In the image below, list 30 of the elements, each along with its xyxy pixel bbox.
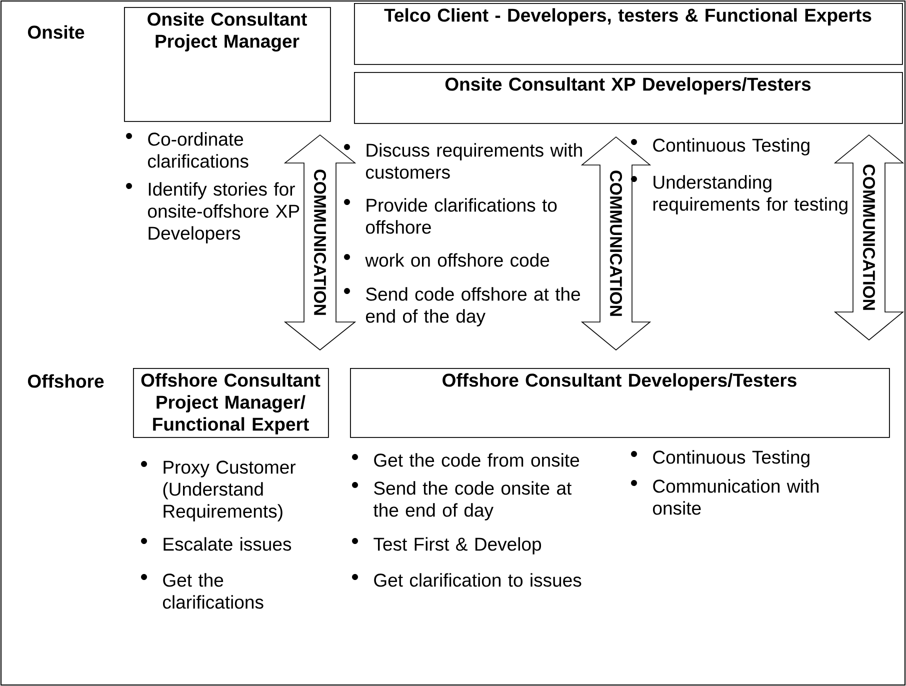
bullet-item: Send code offshore at the end of the day xyxy=(344,287,580,326)
edge-label: COMMUNICATION xyxy=(862,164,876,310)
role-box: Offshore Consultant Project Manager/ Functional Expert xyxy=(133,368,329,438)
bullet-item: Continuous Testing xyxy=(631,138,810,156)
double-arrow xyxy=(834,134,904,340)
role-box: Offshore Consultant Developers/Testers xyxy=(350,368,890,438)
bullet-item: Test First & Develop xyxy=(352,537,542,554)
double-arrow xyxy=(580,136,652,350)
double-arrow xyxy=(284,134,356,350)
bullet-item: Proxy Customer (Understand Requirements) xyxy=(141,460,296,522)
bullet-item: Get clarification to issues xyxy=(352,573,582,587)
bullet-item: Send the code onsite at the end of day xyxy=(352,481,572,520)
bullet-item: Get the code from onsite xyxy=(352,453,580,467)
section-label: Offshore xyxy=(28,374,104,388)
role-box: Onsite Consultant XP Developers/Testers xyxy=(354,72,903,124)
edge-label: COMMUNICATION xyxy=(610,170,622,316)
bullet-item: Continuous Testing xyxy=(631,450,810,468)
bullet-item: Escalate issues xyxy=(141,537,292,551)
edge-label: COMMUNICATION xyxy=(314,170,326,315)
bullet-item: Understanding requirements for testing xyxy=(631,175,848,214)
role-box: Telco Client - Developers, testers & Functional Experts xyxy=(354,2,903,65)
role-box: Onsite Consultant Project Manager xyxy=(124,7,331,122)
bullet-item: Co-ordinate clarifications xyxy=(126,132,248,168)
bullet-item: Identify stories for onsite-offshore XP Developers xyxy=(126,182,300,244)
section-label: Onsite xyxy=(28,25,84,39)
bullet-item: Discuss requirements with customers xyxy=(344,143,582,179)
bullet-item: Get the clarifications xyxy=(141,573,264,609)
bullet-item: work on offshore code xyxy=(344,253,550,267)
bullet-item: Communication with onsite xyxy=(631,479,819,515)
bullet-item: Provide clarifications to offshore xyxy=(344,198,557,234)
